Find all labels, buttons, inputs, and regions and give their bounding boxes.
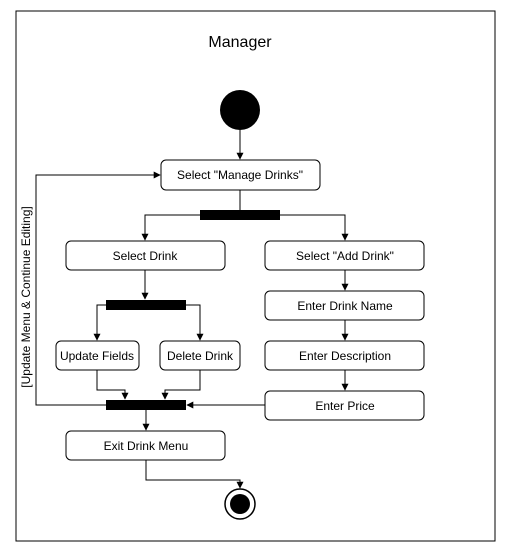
edge-exit-to-final xyxy=(145,460,244,489)
final-node-inner xyxy=(230,494,250,514)
swimlane-frame xyxy=(15,10,496,542)
enter-price-label: Enter Price xyxy=(315,399,375,413)
enter-description-label: Enter Description xyxy=(299,349,391,363)
edge-loop-back xyxy=(35,171,161,406)
update-fields-label: Update Fields xyxy=(60,349,134,363)
loop-guard-label: [Update Menu & Continue Editing] xyxy=(19,206,33,387)
delete-drink-label: Delete Drink xyxy=(167,349,234,363)
join-bar xyxy=(106,400,186,410)
select-manage-drinks-label: Select "Manage Drinks" xyxy=(177,168,303,182)
edge-update-to-join xyxy=(96,370,129,400)
edge-fork-to-select-drink xyxy=(141,214,200,241)
swimlane-title: Manager xyxy=(208,34,272,51)
select-add-drink-label: Select "Add Drink" xyxy=(296,249,394,263)
fork-bar-middle xyxy=(106,300,186,310)
fork-bar-top xyxy=(200,210,280,220)
exit-drink-menu-label: Exit Drink Menu xyxy=(104,439,189,453)
edge-fork-to-add-drink xyxy=(280,214,349,241)
initial-node xyxy=(220,90,260,130)
edge-fork-to-update-fields xyxy=(93,304,106,341)
select-drink-label: Select Drink xyxy=(113,249,179,263)
edge-fork-to-delete-drink xyxy=(186,304,204,341)
enter-drink-name-label: Enter Drink Name xyxy=(297,299,393,313)
edge-delete-to-join xyxy=(161,370,201,400)
